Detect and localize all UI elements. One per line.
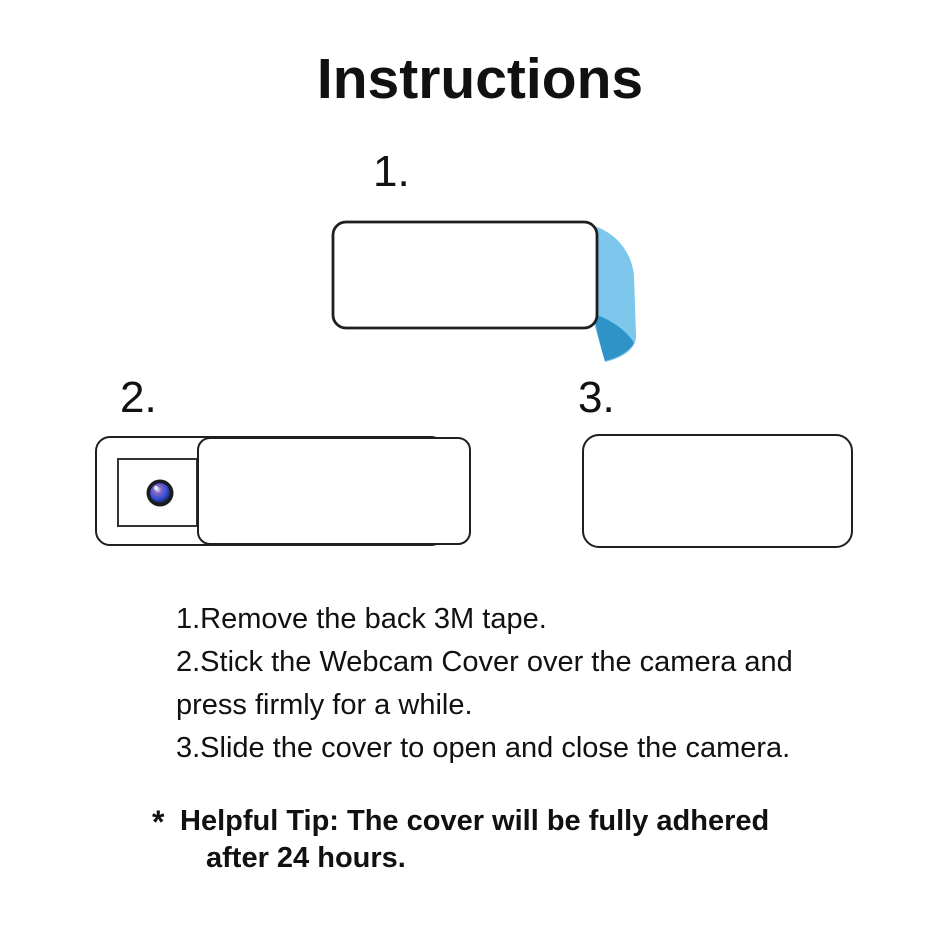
instruction-line-2: 2.Stick the Webcam Cover over the camera… xyxy=(176,646,793,678)
instruction-line-3: 3.Slide the cover to open and close the … xyxy=(176,732,791,764)
cover-closed-outline xyxy=(582,434,853,548)
helpful-tip-line-1: Helpful Tip: The cover will be fully adh… xyxy=(180,805,770,837)
step-2-label: 2. xyxy=(120,373,157,422)
step-3-label: 3. xyxy=(578,373,615,422)
tape-fold-dark-icon xyxy=(594,314,634,361)
webcam-cover-closed-figure xyxy=(582,434,853,548)
helpful-tip: Helpful Tip: The cover will be fully adh… xyxy=(180,803,769,877)
webcam-cover-open-figure xyxy=(95,436,471,546)
instruction-line-1: 1.Remove the back 3M tape. xyxy=(176,603,547,635)
lens-glint-icon xyxy=(153,485,159,491)
instruction-text: 1.Remove the back 3M tape. 2.Stick the W… xyxy=(176,598,793,770)
step-1-label: 1. xyxy=(373,147,410,196)
camera-lens-glass xyxy=(150,483,170,503)
tip-asterisk: * xyxy=(152,804,165,840)
instruction-line-2b: press firmly for a while. xyxy=(176,689,473,721)
camera-window xyxy=(117,458,198,527)
helpful-tip-line-2: after 24 hours. xyxy=(206,842,406,874)
cover-outline xyxy=(331,220,599,330)
cover-slider xyxy=(197,437,471,545)
page-title: Instructions xyxy=(316,47,644,111)
tape-peel-figure xyxy=(331,220,637,362)
